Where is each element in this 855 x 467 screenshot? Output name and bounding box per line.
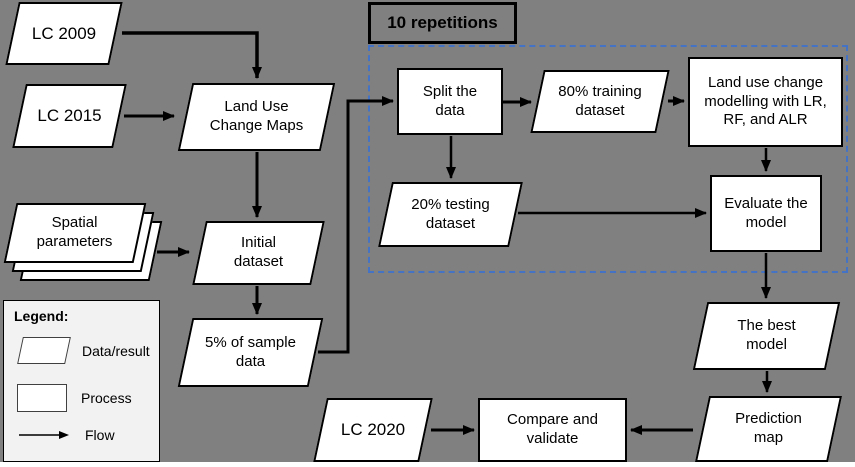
repetitions-label-box: 10 repetitions	[368, 2, 517, 44]
node-lc-2009-label: LC 2009	[31, 23, 97, 43]
legend-item-data-result-label: Data/result	[82, 342, 150, 359]
node-testing-dataset: 20% testing dataset	[378, 182, 523, 247]
node-training-dataset-label: 80% training dataset	[558, 82, 642, 119]
node-lc-2020: LC 2020	[313, 398, 433, 462]
node-modelling-label: Land use change modelling with LR, RF, a…	[704, 73, 827, 129]
node-land-use-change-maps: Land Use Change Maps	[177, 83, 336, 151]
node-sample-data-label: 5% of sample data	[205, 333, 296, 370]
node-lc-2015-label: LC 2015	[37, 106, 102, 126]
legend: Legend: Data/result Process Flow	[3, 300, 160, 462]
node-land-use-change-maps-label: Land Use Change Maps	[209, 98, 304, 134]
node-spatial-parameters: Spatial parameters	[3, 203, 165, 283]
legend-title: Legend:	[14, 308, 69, 324]
node-spatial-parameters-label: Spatial parameters	[36, 214, 113, 250]
legend-item-flow-label: Flow	[85, 427, 115, 443]
node-best-model: The best model	[692, 302, 841, 370]
repetitions-label: 10 repetitions	[387, 13, 498, 32]
node-evaluate-model: Evaluate the model	[710, 175, 822, 252]
rectangle-icon	[17, 384, 67, 412]
node-initial-dataset: Initial dataset	[192, 221, 325, 285]
node-split-the-data-label: Split the data	[422, 82, 478, 119]
node-lc-2015: LC 2015	[12, 84, 127, 148]
node-sample-data: 5% of sample data	[177, 318, 324, 387]
legend-item-process-label: Process	[81, 390, 132, 406]
parallelogram-icon	[17, 337, 71, 364]
node-testing-dataset-label: 20% testing dataset	[411, 195, 490, 232]
node-compare-validate-label: Compare and validate	[507, 411, 598, 447]
legend-item-flow: Flow	[17, 427, 115, 443]
flow-arrow-icon	[17, 429, 71, 441]
node-training-dataset: 80% training dataset	[530, 70, 670, 133]
node-split-the-data: Split the data	[397, 68, 503, 135]
legend-item-data-result: Data/result	[17, 337, 150, 364]
node-lc-2020-label: LC 2020	[340, 420, 406, 440]
node-prediction-map-label: Prediction map	[735, 410, 802, 446]
node-evaluate-model-label: Evaluate the model	[724, 194, 808, 231]
arrow-sample-data-to-split	[318, 96, 394, 354]
legend-item-process: Process	[17, 384, 132, 412]
node-prediction-map: Prediction map	[694, 396, 843, 462]
node-compare-validate: Compare and validate	[478, 398, 627, 462]
node-best-model-label: The best model	[737, 317, 796, 353]
repetition-loop-region	[368, 45, 848, 273]
node-modelling: Land use change modelling with LR, RF, a…	[688, 57, 843, 147]
node-initial-dataset-label: Initial dataset	[233, 234, 284, 270]
bottom-strip	[0, 462, 855, 467]
node-lc-2009: LC 2009	[5, 2, 123, 65]
arrow-lc2009-to-change-maps	[122, 31, 262, 79]
